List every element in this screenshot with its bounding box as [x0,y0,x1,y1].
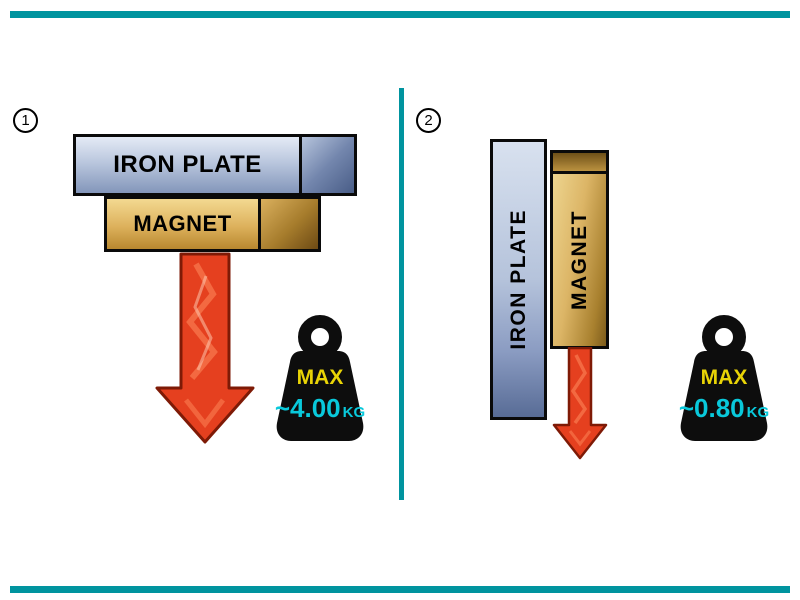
pull-force-down-arrow-icon [155,252,255,444]
bottom-border-bar [10,586,790,593]
panel1-number: 1 [21,112,30,129]
magnet-top-face [553,153,606,174]
kettlebell-shape [680,315,768,441]
iron-plate-label: IRON PLATE [113,151,262,178]
weight-unit: KG [342,404,366,421]
magnet-end-face [258,199,318,249]
panel2-number-badge: 2 [416,108,441,133]
magnet-label: MAGNET [133,211,232,236]
iron-plate-horizontal: IRON PLATE [73,134,357,196]
pull-force-down-arrow-icon [552,347,608,460]
center-divider [399,88,404,500]
iron-plate-label: IRON PLATE [506,209,530,350]
kettlebell-shape [276,315,364,441]
panel2-number: 2 [424,112,433,129]
iron-plate-vertical: IRON PLATE [490,139,547,420]
top-border-bar [10,11,790,18]
weight-max-label: MAX [700,366,748,389]
weight-unit: KG [746,404,770,421]
magnet-label: MAGNET [567,209,591,310]
iron-plate-end-face [299,137,354,193]
magnet-vertical: MAGNET [550,150,609,349]
magnet-horizontal: MAGNET [104,196,321,252]
weight-max-label: MAX [296,366,344,389]
panel1-number-badge: 1 [13,108,38,133]
